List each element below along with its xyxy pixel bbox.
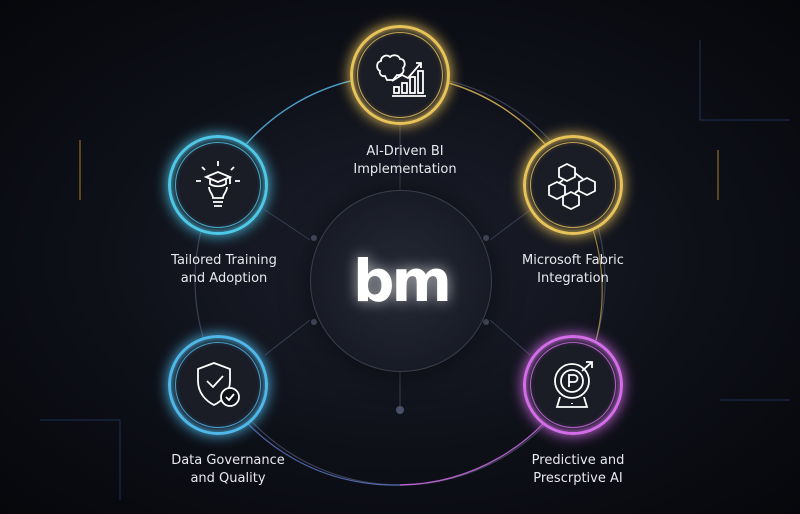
label-line: and Quality [190, 471, 266, 486]
label-tailored-training: Tailored Training and Adoption [134, 252, 314, 288]
center-logo-hub: bm [310, 190, 492, 372]
label-ai-driven-bi: AI-Driven BI Implementation [315, 143, 495, 179]
label-line: AI-Driven BI [366, 144, 444, 159]
label-data-governance: Data Governance and Quality [138, 452, 318, 488]
bm-logo: bm [353, 247, 452, 315]
label-line: Integration [537, 271, 609, 286]
label-line: Microsoft Fabric [522, 253, 624, 268]
label-line: Tailored Training [171, 253, 277, 268]
label-line: Predictive and [531, 453, 625, 468]
node-tailored-training [168, 135, 268, 235]
label-line: Prescrptive AI [533, 471, 623, 486]
label-line: and Adoption [180, 271, 268, 286]
node-predictive-ai [523, 335, 623, 435]
node-ai-driven-bi [350, 25, 450, 125]
node-microsoft-fabric [523, 135, 623, 235]
label-line: Implementation [353, 162, 457, 177]
label-line: Data Governance [171, 453, 285, 468]
node-data-governance [168, 335, 268, 435]
